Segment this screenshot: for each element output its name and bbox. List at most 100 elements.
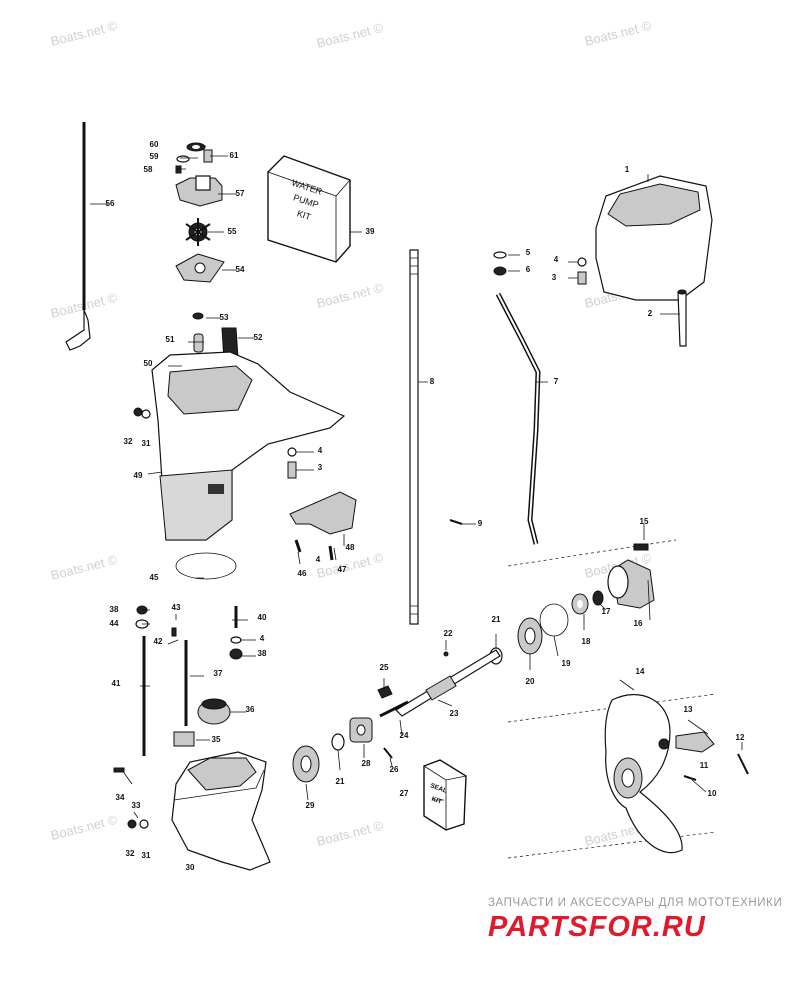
callout-33: 33 — [132, 801, 141, 810]
callout-16: 16 — [634, 619, 643, 628]
callout-54: 54 — [236, 265, 245, 274]
callout-39: 39 — [366, 227, 375, 236]
driveshaft-8 — [409, 249, 419, 625]
watermark-text: Boats.net © — [49, 812, 119, 843]
callout-3: 3 — [552, 273, 557, 282]
seal-kit-line-2: KIT — [430, 796, 442, 806]
callout-27: 27 — [400, 789, 409, 798]
callout-52: 52 — [254, 333, 263, 342]
callout-51: 51 — [166, 335, 175, 344]
callout-31: 31 — [142, 439, 151, 448]
pump-base-36 — [197, 698, 231, 725]
callout-1: 1 — [625, 165, 630, 174]
callout-38: 38 — [110, 605, 119, 614]
callout-11: 11 — [700, 761, 709, 770]
watermark-text: Boats.net © — [315, 280, 385, 311]
callout-20: 20 — [526, 677, 535, 686]
callout-60: 60 — [150, 140, 159, 149]
callout-5: 5 — [526, 248, 531, 257]
brand-logo-text: PARTSFOR.RU — [488, 911, 706, 943]
callout-4: 4 — [318, 446, 323, 455]
callout-35: 35 — [212, 735, 221, 744]
callout-10: 10 — [708, 789, 717, 798]
callout-12: 12 — [736, 733, 745, 742]
callout-9: 9 — [478, 519, 483, 528]
callout-38: 38 — [258, 649, 267, 658]
callout-17: 17 — [602, 607, 611, 616]
callout-8: 8 — [430, 377, 435, 386]
callout-45: 45 — [150, 573, 159, 582]
bearing-carrier-16 — [607, 543, 655, 609]
callout-15: 15 — [640, 517, 649, 526]
callout-30: 30 — [186, 863, 195, 872]
impeller-part — [185, 218, 211, 246]
callout-21: 21 — [336, 777, 345, 786]
seal-48 — [289, 491, 357, 535]
callout-48: 48 — [346, 543, 355, 552]
callout-29: 29 — [306, 801, 315, 810]
callout-7: 7 — [554, 377, 559, 386]
watermark-text: Boats.net © — [315, 550, 385, 581]
watermark-text: Boats.net © — [315, 20, 385, 51]
callout-3: 3 — [318, 463, 323, 472]
pump-small-parts — [175, 142, 223, 207]
callout-47: 47 — [338, 565, 347, 574]
callout-61: 61 — [230, 151, 239, 160]
callout-40: 40 — [258, 613, 267, 622]
tube-2 — [677, 291, 687, 347]
seal-kit-box — [423, 759, 467, 831]
callout-2: 2 — [648, 309, 653, 318]
callout-21: 21 — [492, 615, 501, 624]
callout-4: 4 — [260, 634, 265, 643]
leader-lines — [90, 145, 743, 819]
watermark-text: Boats.net © — [315, 818, 385, 849]
callout-59: 59 — [150, 152, 159, 161]
partsfor-branding: ЗАПЧАСТИ И АКСЕССУАРЫ ДЛЯ МОТОТЕХНИКИ PA… — [488, 897, 782, 943]
callout-6: 6 — [526, 265, 531, 274]
driveshaft-housing-part — [133, 351, 346, 541]
callout-4: 4 — [316, 555, 321, 564]
part-callouts: 1234567891011121314151617181920212223242… — [106, 140, 745, 872]
callout-34: 34 — [116, 793, 125, 802]
shift-rod-part — [65, 122, 91, 351]
callout-14: 14 — [636, 667, 645, 676]
callout-31: 31 — [142, 851, 151, 860]
bushing-51 — [193, 333, 204, 353]
callout-42: 42 — [154, 637, 163, 646]
water-pump-kit-box — [267, 155, 351, 263]
callout-28: 28 — [362, 759, 371, 768]
callout-53: 53 — [220, 313, 229, 322]
gearcase-housing-upper — [595, 175, 713, 301]
propeller-10 — [604, 694, 683, 854]
callout-23: 23 — [450, 709, 459, 718]
water-pump-kit-line-3: KIT — [296, 208, 313, 222]
callout-37: 37 — [214, 669, 223, 678]
watermark-text: Boats.net © — [49, 552, 119, 583]
parts-artwork — [65, 122, 749, 871]
callout-43: 43 — [172, 603, 181, 612]
callout-25: 25 — [380, 663, 389, 672]
callout-32: 32 — [126, 849, 135, 858]
callout-13: 13 — [684, 705, 693, 714]
callout-32: 32 — [124, 437, 133, 446]
callout-55: 55 — [228, 227, 237, 236]
callout-46: 46 — [298, 569, 307, 578]
oring-45 — [175, 552, 237, 580]
callout-24: 24 — [400, 731, 409, 740]
callout-57: 57 — [236, 189, 245, 198]
clutch-28 — [349, 717, 373, 743]
callout-4: 4 — [554, 255, 559, 264]
callout-41: 41 — [112, 679, 121, 688]
callout-19: 19 — [562, 659, 571, 668]
callout-18: 18 — [582, 637, 591, 646]
watermark-text: Boats.net © — [49, 18, 119, 49]
callout-50: 50 — [144, 359, 153, 368]
watermark-text: Boats.net © — [583, 18, 653, 49]
callout-58: 58 — [144, 165, 153, 174]
callout-36: 36 — [246, 705, 255, 714]
lower-gearcase-30 — [171, 751, 271, 871]
callout-22: 22 — [444, 629, 453, 638]
gasket-53 — [192, 312, 204, 320]
callout-44: 44 — [110, 619, 119, 628]
